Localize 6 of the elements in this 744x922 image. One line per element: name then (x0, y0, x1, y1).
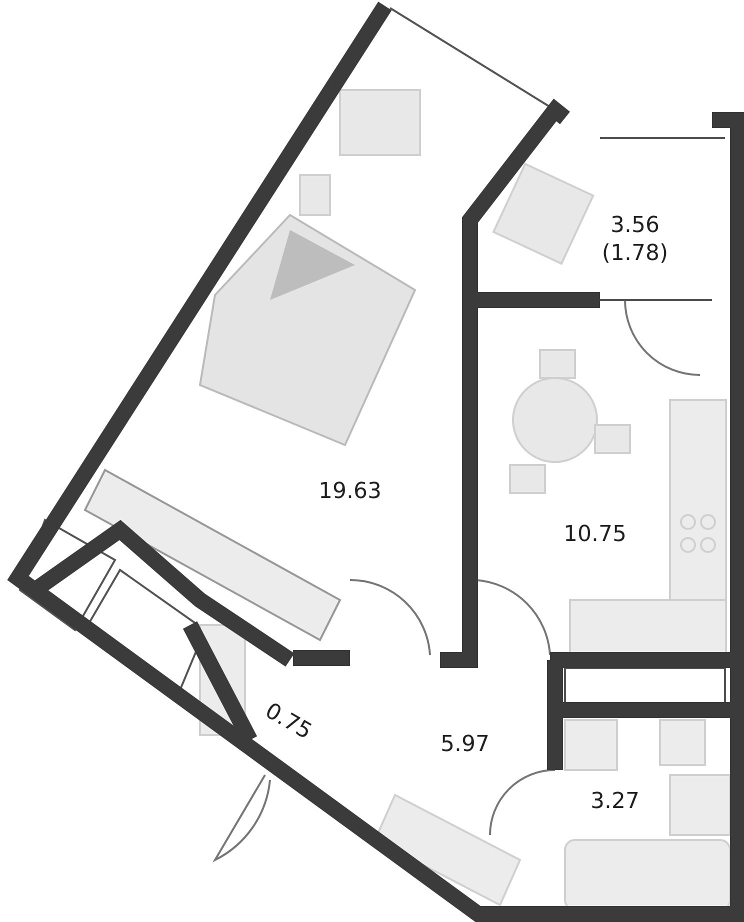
area-label: 19.63 (318, 478, 382, 506)
area-label: 3.27 (590, 788, 640, 816)
area-label: 10.75 (562, 521, 628, 549)
area-label: 0.75 (260, 698, 317, 747)
area-label: 5.97 (440, 731, 490, 759)
area-label: 3.56 (1.78) (600, 212, 670, 268)
